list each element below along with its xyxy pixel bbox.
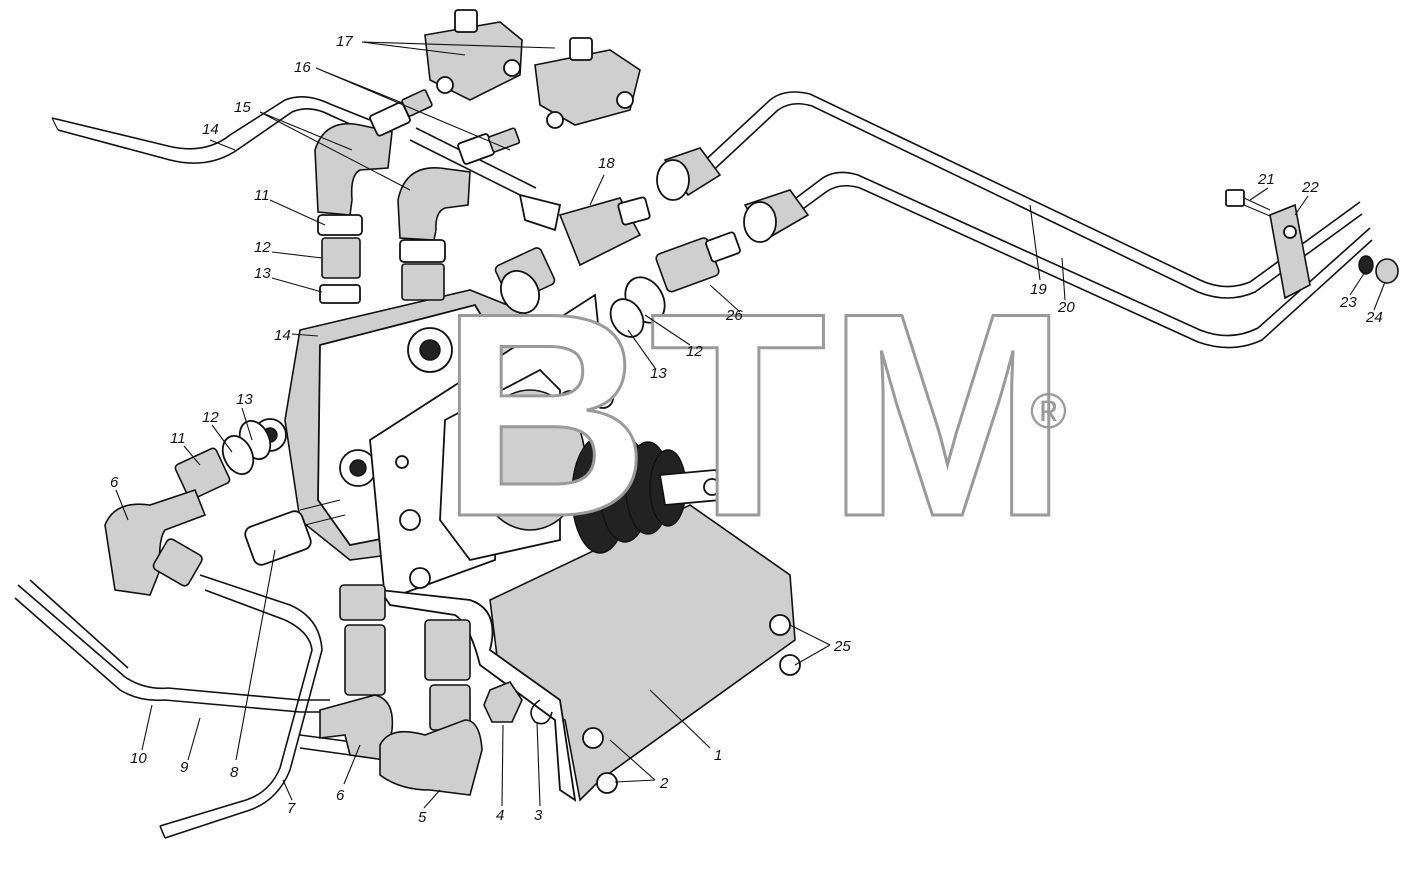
callout-18: 18 xyxy=(598,155,615,172)
washer-23 xyxy=(1358,255,1374,275)
pipe-9-10-lower-left xyxy=(14,579,330,713)
callout-26: 26 xyxy=(725,307,743,324)
callout-labels: 17 16 15 14 11 12 13 14 18 26 12 13 21 2… xyxy=(110,33,1383,826)
tee-18 xyxy=(518,193,651,267)
callout-22: 22 xyxy=(1301,179,1319,196)
union-nuts-19-20 xyxy=(656,147,810,243)
brake-chamber xyxy=(439,368,725,562)
elbow-6-lower xyxy=(319,694,394,761)
callout-9: 9 xyxy=(180,759,189,776)
washer-3 xyxy=(530,699,553,725)
callout-11-left: 11 xyxy=(170,430,186,447)
callout-15: 15 xyxy=(234,99,251,116)
leader-lines xyxy=(115,41,1386,809)
callout-13-middle: 13 xyxy=(650,365,667,382)
bolt-21 xyxy=(1225,189,1271,217)
callout-19: 19 xyxy=(1030,281,1047,298)
pipe-14-upper-left xyxy=(51,96,371,164)
ring-12-13-middle xyxy=(609,276,666,338)
pipe-7 xyxy=(159,574,323,839)
callout-6-upper: 6 xyxy=(110,474,119,491)
bracket-1 xyxy=(378,504,801,802)
bracket-17-left xyxy=(424,9,523,101)
fitting-26 xyxy=(655,231,741,293)
callout-7: 7 xyxy=(287,800,296,817)
plug-8 xyxy=(244,499,346,566)
callout-10: 10 xyxy=(130,750,147,767)
callout-20: 20 xyxy=(1057,299,1075,316)
callout-17: 17 xyxy=(336,33,353,50)
fitting-12-13-left xyxy=(494,247,556,314)
springs-lower xyxy=(339,584,471,731)
elbow-15-left xyxy=(314,123,393,304)
callout-14-upper: 14 xyxy=(202,121,219,138)
clamp-22 xyxy=(1269,203,1311,300)
elbow-15-right xyxy=(397,167,471,301)
callout-16: 16 xyxy=(294,59,311,76)
callout-13-upper: 13 xyxy=(254,265,271,282)
nut-4 xyxy=(483,681,523,723)
elbow-5 xyxy=(379,719,483,796)
callout-6-lower: 6 xyxy=(336,787,345,804)
callout-25: 25 xyxy=(833,638,851,655)
fittings-left-11-12-13 xyxy=(174,420,272,501)
callout-2: 2 xyxy=(659,775,669,792)
bracket-17-right xyxy=(534,37,641,129)
elbow-6-upper xyxy=(104,489,207,596)
callout-3: 3 xyxy=(534,807,543,824)
callout-21: 21 xyxy=(1257,171,1275,188)
watermark-registered: ® xyxy=(1030,383,1067,439)
callout-24: 24 xyxy=(1365,309,1383,326)
callout-14-lower: 14 xyxy=(274,327,291,344)
callout-12-left: 12 xyxy=(202,409,219,426)
callout-23: 23 xyxy=(1339,294,1357,311)
callout-5: 5 xyxy=(418,809,427,826)
nipple-16-pair xyxy=(369,89,521,165)
callout-13-left: 13 xyxy=(236,391,253,408)
nut-24 xyxy=(1375,258,1399,284)
watermark-text: BTM xyxy=(440,253,1068,577)
callout-12-middle: 12 xyxy=(686,343,703,360)
callout-4: 4 xyxy=(496,807,504,824)
callout-1: 1 xyxy=(714,747,722,764)
callout-11-upper: 11 xyxy=(254,187,270,204)
callout-8: 8 xyxy=(230,764,239,781)
pipe-19-20-right xyxy=(699,91,1373,349)
callout-12-upper: 12 xyxy=(254,239,271,256)
